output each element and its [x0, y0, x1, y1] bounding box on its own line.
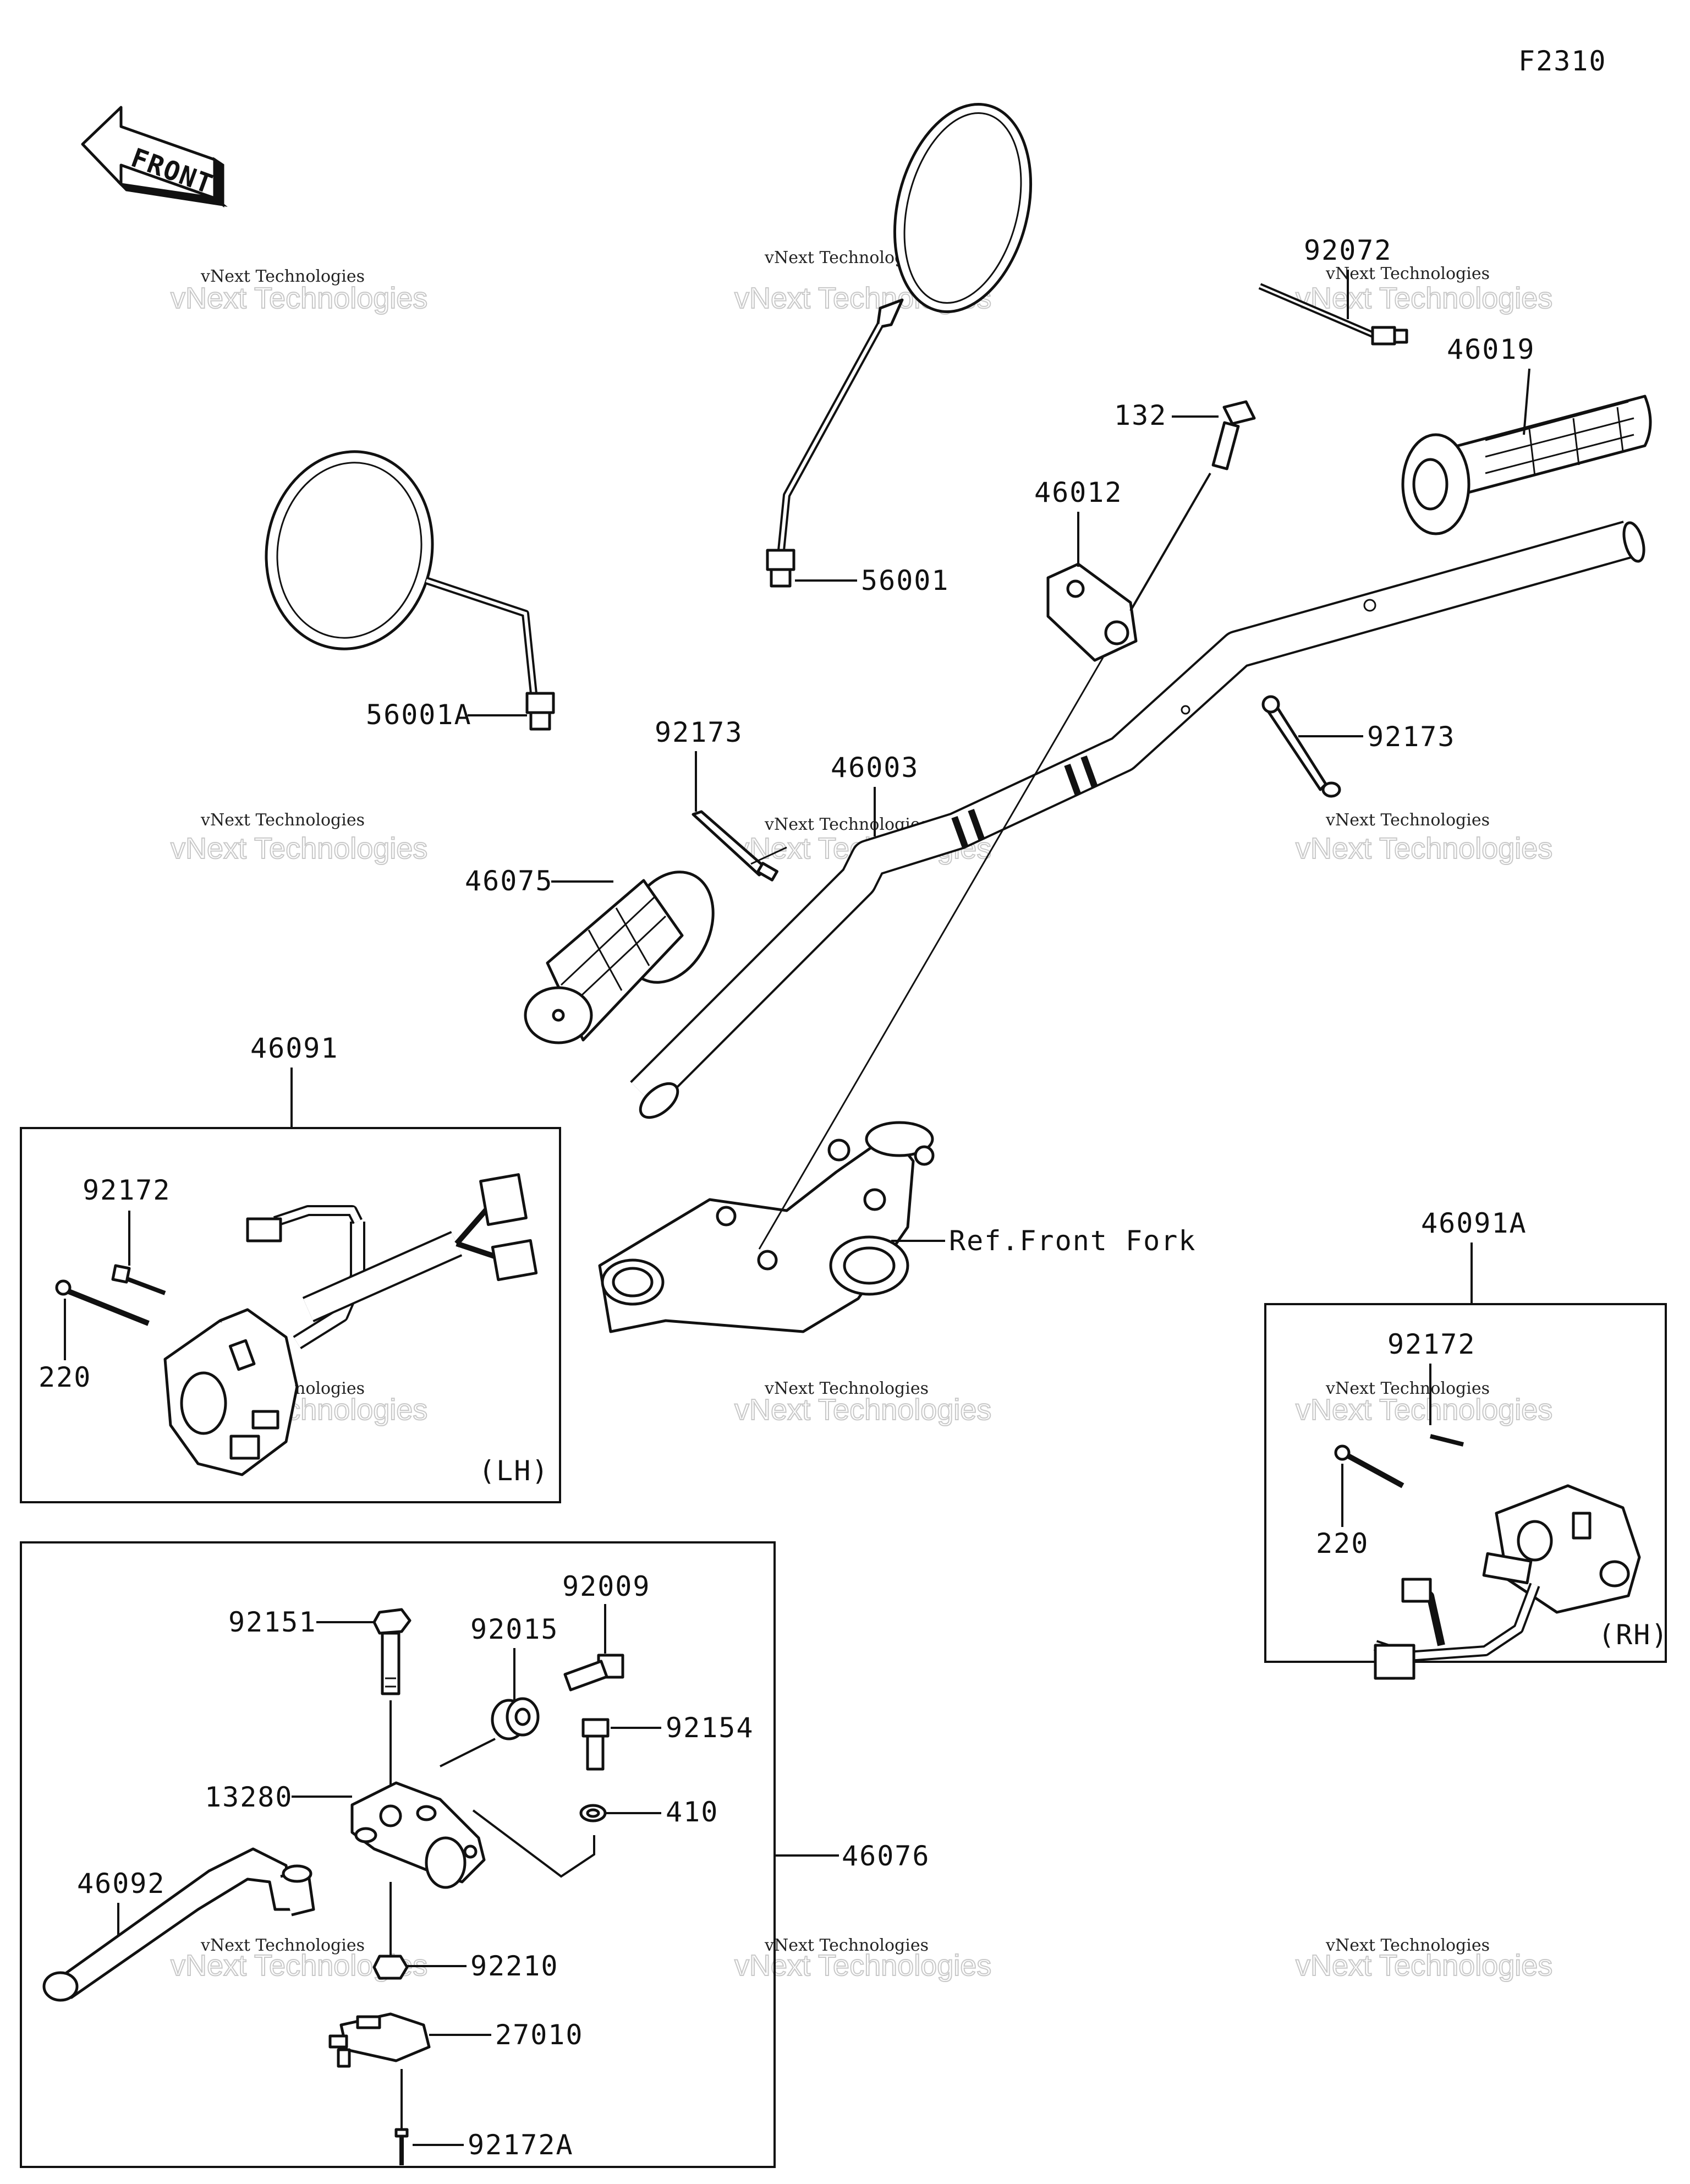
cotter-pin-left-part	[692, 810, 787, 882]
handlebar-part	[630, 521, 1645, 1119]
part-number-46092: 46092	[77, 1868, 166, 1900]
part-number-92173-left: 92173	[655, 716, 743, 748]
part-number-92172-lh: 92172	[83, 1174, 171, 1206]
part-number-92172A: 92172A	[468, 2129, 574, 2161]
rh-switch-box	[1264, 1303, 1667, 1663]
part-number-220-rh: 220	[1316, 1528, 1369, 1559]
rh-switch-part	[1334, 1434, 1641, 1680]
part-number-220-lh: 220	[39, 1361, 91, 1393]
svg-text:vNext Technologies: vNext Technologies	[1325, 811, 1490, 830]
part-number-92173-right: 92173	[1367, 721, 1456, 753]
part-number-92072: 92072	[1304, 234, 1392, 266]
svg-text:vNext Technologies: vNext Technologies	[171, 282, 427, 315]
lh-box-tag: (LH)	[479, 1455, 549, 1487]
cotter-pin-right-part	[1261, 695, 1341, 798]
part-number-92210: 92210	[470, 1950, 559, 1982]
right-grip-part	[1401, 395, 1652, 535]
watermark: vNext Technologies vNext Technologies	[170, 811, 428, 866]
lever-46092-part	[42, 1847, 315, 2002]
svg-text:vNext Technologies: vNext Technologies	[734, 1949, 991, 1982]
part-number-92151: 92151	[228, 1606, 317, 1638]
svg-text:vNext Technologies: vNext Technologies	[200, 811, 365, 830]
lever-assembly-number: 46076	[842, 1840, 930, 1872]
handlebar-holder-part	[1046, 562, 1138, 662]
part-number-92154: 92154	[666, 1712, 754, 1744]
bushing-92015-part	[491, 1697, 540, 1740]
svg-text:vNext Technologies: vNext Technologies	[1296, 1949, 1552, 1982]
part-number-27010: 27010	[495, 2019, 584, 2051]
part-number-46012: 46012	[1034, 477, 1123, 508]
svg-text:vNext Technologies: vNext Technologies	[200, 1936, 365, 1955]
part-number-13280: 13280	[205, 1781, 293, 1813]
screw-92009-part	[563, 1654, 624, 1692]
switch-27010-part	[328, 2012, 431, 2068]
mirror-right-part	[766, 103, 1033, 588]
svg-text:vNext Technologies: vNext Technologies	[1296, 832, 1552, 865]
figure-code: F2310	[1518, 45, 1607, 77]
svg-text:vNext Technologies: vNext Technologies	[734, 1393, 991, 1426]
ref-front-fork-label: Ref.Front Fork	[949, 1225, 1196, 1257]
fork-to-holder-line	[758, 657, 1104, 1250]
lever-holder-13280-part	[350, 1781, 486, 1889]
svg-text:vNext Technologies: vNext Technologies	[200, 267, 365, 286]
part-number-56001A: 56001A	[366, 699, 472, 731]
screw-92172A-part	[394, 2128, 409, 2165]
watermark: vNext Technologies vNext Technologies	[1295, 811, 1553, 866]
part-number-46003: 46003	[831, 752, 919, 784]
rh-box-tag: (RH)	[1598, 1619, 1669, 1651]
cable-tie-part	[1258, 283, 1408, 346]
part-number-410: 410	[666, 1796, 718, 1828]
svg-text:vNext Technologies: vNext Technologies	[764, 1379, 929, 1398]
lh-assembly-number: 46091	[250, 1032, 339, 1064]
part-number-92172-rh: 92172	[1387, 1328, 1476, 1360]
svg-text:vNext Technologies: vNext Technologies	[1325, 1379, 1490, 1398]
nut-92210-part	[372, 1955, 409, 1980]
part-number-46019: 46019	[1447, 333, 1535, 365]
svg-text:vNext Technologies: vNext Technologies	[1296, 282, 1552, 315]
svg-text:vNext Technologies: vNext Technologies	[764, 1936, 929, 1955]
part-number-56001: 56001	[861, 565, 950, 596]
svg-text:vNext Technologies: vNext Technologies	[1325, 1936, 1490, 1955]
lh-switch-part	[55, 1173, 538, 1476]
part-number-132: 132	[1114, 399, 1167, 431]
mirror-left-part	[265, 450, 555, 731]
bolt-132-part	[1211, 400, 1256, 470]
rh-assembly-number: 46091A	[1421, 1207, 1527, 1239]
lh-switch-box	[20, 1127, 561, 1503]
part-number-46075: 46075	[465, 865, 553, 897]
part-number-92015: 92015	[470, 1613, 559, 1645]
screw-92154-part	[581, 1718, 610, 1771]
left-grip-part	[524, 871, 715, 1044]
front-arrow-icon: FRONT	[81, 106, 228, 208]
svg-text:vNext Technologies: vNext Technologies	[171, 832, 427, 865]
svg-text:vNext Technologies: vNext Technologies	[1296, 1393, 1552, 1426]
svg-text:vNext Technologies: vNext Technologies	[1325, 264, 1490, 283]
part-number-92009: 92009	[562, 1570, 651, 1602]
front-fork-bracket-part	[598, 1121, 935, 1333]
bolt-92151-part	[372, 1608, 411, 1695]
